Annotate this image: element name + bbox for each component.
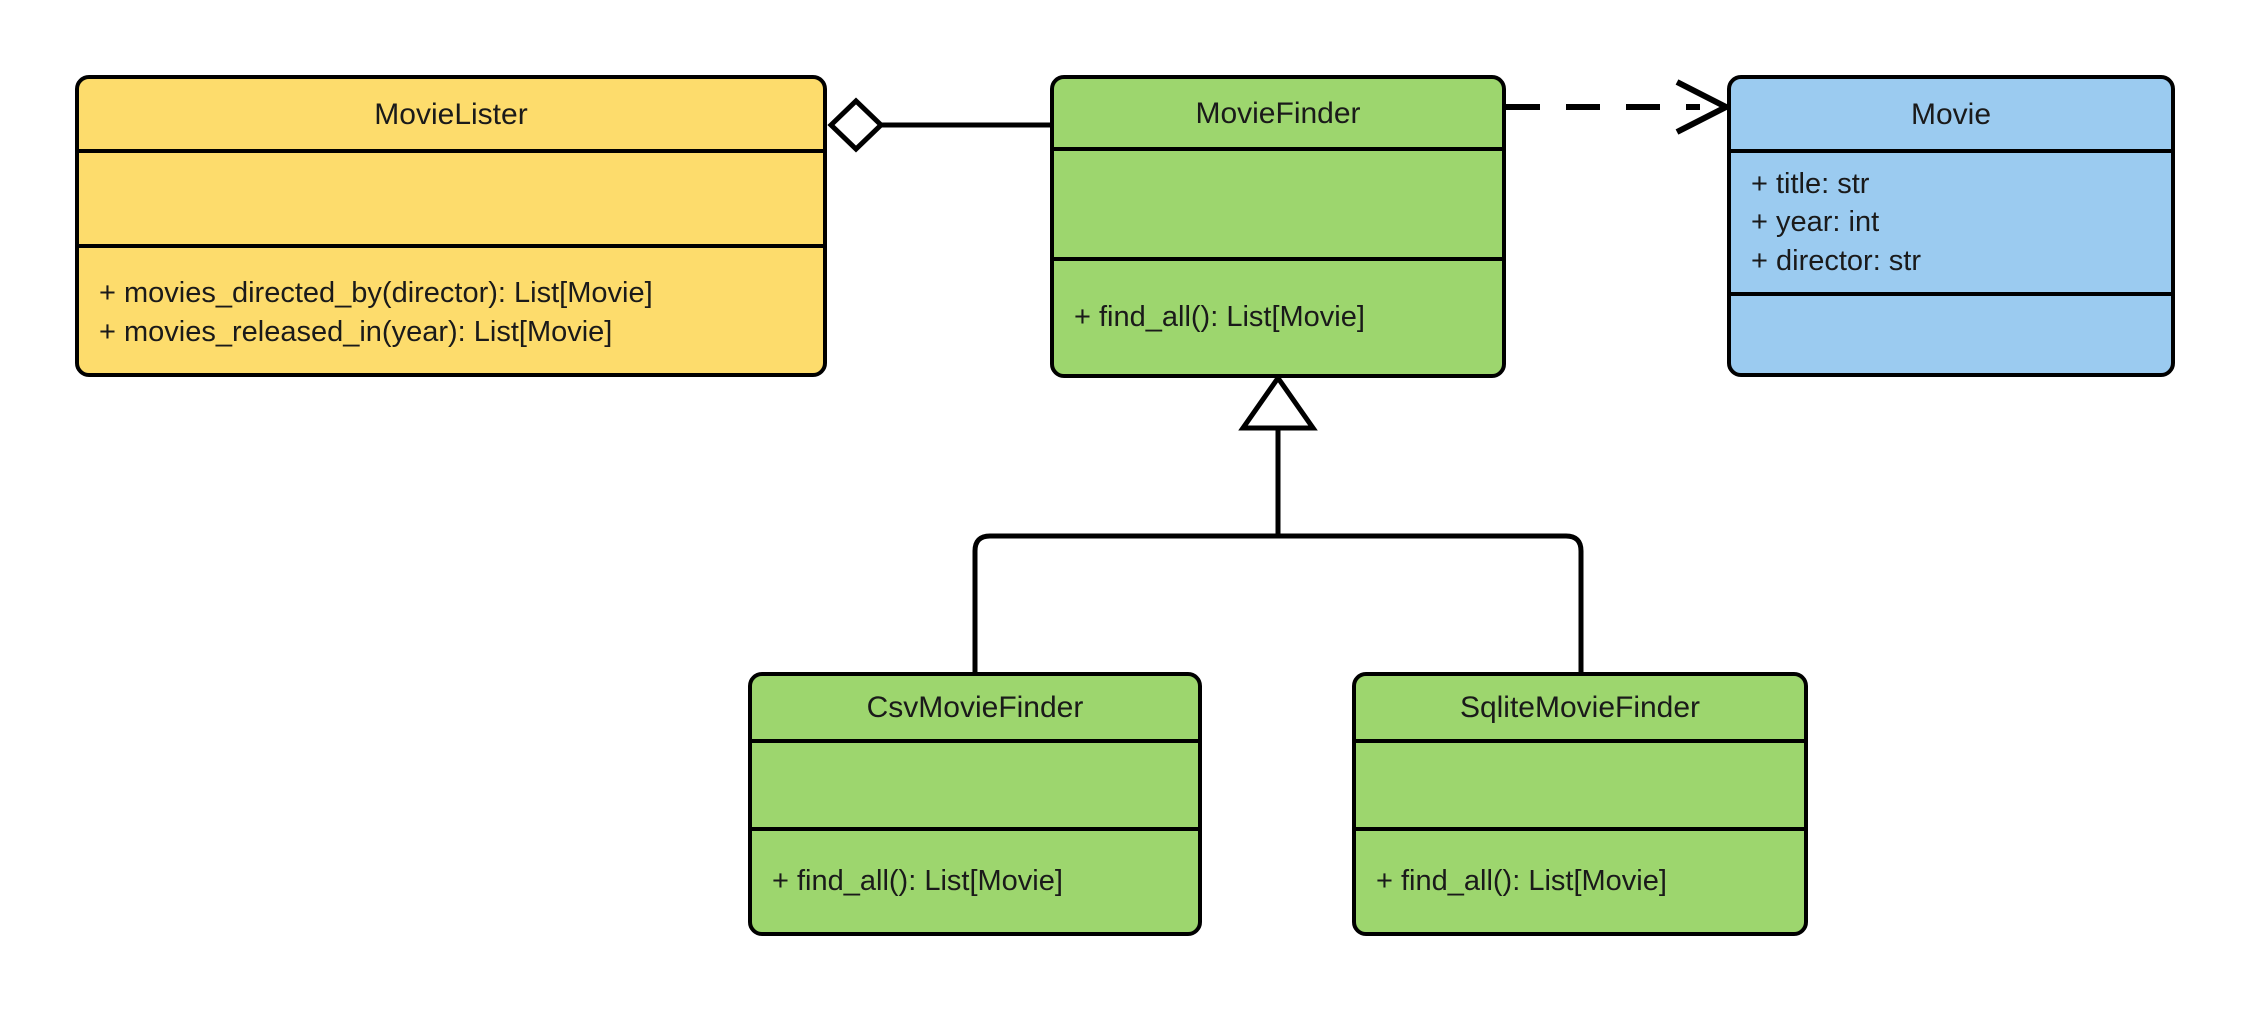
aggregation-edge-movielister-moviefinder: [827, 97, 1050, 153]
generalization-branch-bus: [972, 533, 1584, 672]
hollow-triangle-icon: [1238, 373, 1318, 431]
methods-compartment-movie: [1731, 292, 2171, 373]
hollow-diamond-icon: [827, 97, 885, 153]
class-box-sqlite-movie-finder[interactable]: SqliteMovieFinder + find_all(): List[Mov…: [1352, 672, 1808, 936]
attributes-compartment-movie-lister: [79, 149, 823, 244]
dependency-edge-moviefinder-movie: [1506, 79, 1733, 135]
attribute-row: + year: int: [1751, 206, 1880, 239]
attribute-row: + title: str: [1751, 168, 1870, 201]
class-box-movie[interactable]: Movie + title: str + year: int + directo…: [1727, 75, 2175, 377]
methods-compartment-movie-finder: + find_all(): List[Movie]: [1054, 257, 1502, 374]
method-row: + find_all(): List[Movie]: [772, 865, 1063, 898]
method-row: + find_all(): List[Movie]: [1376, 865, 1667, 898]
method-row: + find_all(): List[Movie]: [1074, 301, 1365, 334]
class-name-movie-lister: MovieLister: [374, 97, 528, 131]
methods-compartment-csv-movie-finder: + find_all(): List[Movie]: [752, 827, 1198, 932]
class-name-sqlite-movie-finder: SqliteMovieFinder: [1459, 691, 1701, 724]
class-box-csv-movie-finder[interactable]: CsvMovieFinder + find_all(): List[Movie]: [748, 672, 1202, 936]
open-arrow-icon: [1675, 79, 1733, 135]
method-row: + movies_released_in(year): List[Movie]: [99, 315, 613, 348]
class-name-movie-finder: MovieFinder: [1195, 96, 1361, 130]
methods-compartment-sqlite-movie-finder: + find_all(): List[Movie]: [1356, 827, 1804, 932]
class-name-csv-movie-finder: CsvMovieFinder: [866, 691, 1084, 724]
class-name-movie: Movie: [1910, 97, 1992, 131]
generalization-edge-tree: [972, 373, 1584, 672]
attributes-compartment-movie-finder: [1054, 147, 1502, 257]
class-box-movie-lister[interactable]: MovieLister + movies_directed_by(directo…: [75, 75, 827, 377]
attributes-compartment-movie: + title: str + year: int + director: str: [1731, 149, 2171, 292]
method-row: + movies_directed_by(director): List[Mov…: [99, 277, 653, 310]
class-box-movie-finder[interactable]: MovieFinder + find_all(): List[Movie]: [1050, 75, 1506, 378]
attributes-compartment-sqlite-movie-finder: [1356, 739, 1804, 827]
attribute-row: + director: str: [1751, 244, 1922, 277]
attributes-compartment-csv-movie-finder: [752, 739, 1198, 827]
methods-compartment-movie-lister: + movies_directed_by(director): List[Mov…: [79, 244, 823, 373]
